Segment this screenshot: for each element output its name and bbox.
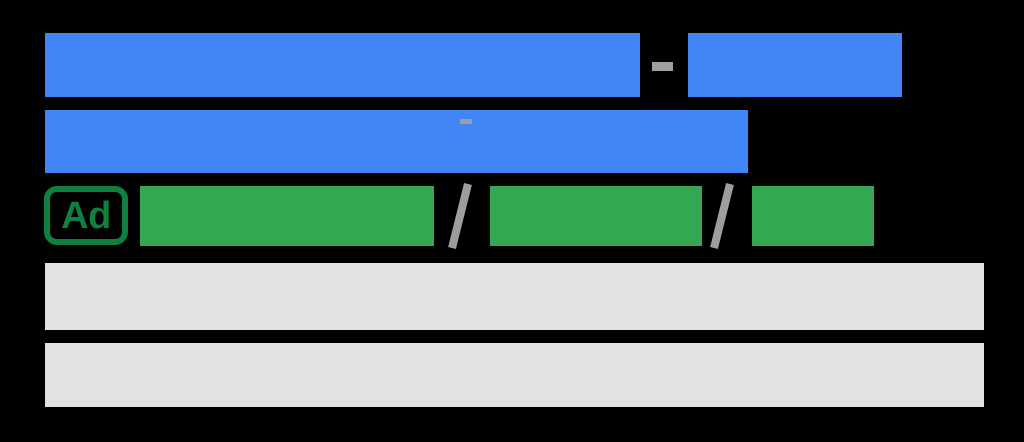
description-line-2 [45,343,984,407]
ad-label-badge-text: Ad [61,194,111,237]
ad-label-badge: Ad [44,186,128,245]
headline-line1-segment-a[interactable] [45,33,640,97]
headline-line2-inline-mark-icon [460,119,472,124]
headline-line1-segment-b[interactable] [688,33,902,97]
breadcrumb-slash-separator-1-icon [448,183,472,249]
description-line-1 [45,263,984,330]
breadcrumb-slash-separator-2-icon [710,183,734,249]
breadcrumb-segment-2[interactable] [490,186,702,246]
headline-dash-separator-icon [652,62,673,71]
headline-line2-segment[interactable] [45,110,748,173]
breadcrumb-segment-1[interactable] [140,186,434,246]
breadcrumb-segment-3[interactable] [752,186,874,246]
